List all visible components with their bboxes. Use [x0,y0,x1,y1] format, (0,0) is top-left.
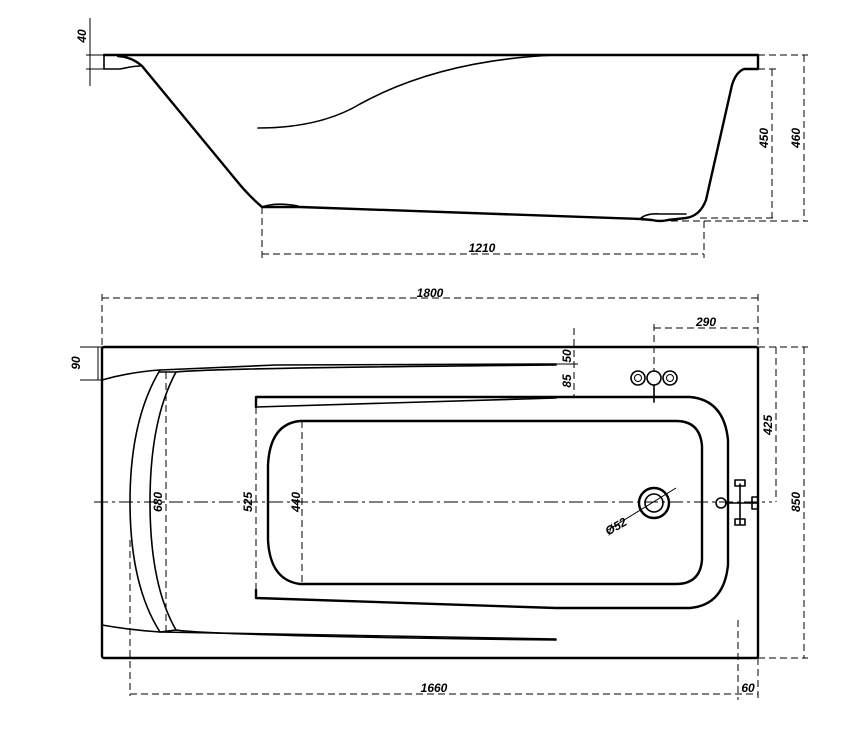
plan-left-wall-connect-bottom [159,629,557,641]
side-view-inner-contour [257,54,557,129]
dim-text-525: 525 [241,492,255,512]
end-overflow-icon [715,497,727,509]
end-overflow-cap-bottom [734,518,746,526]
dim-text-60: 60 [741,681,755,695]
dim-text-460: 460 [789,128,803,149]
plan-basin-bottom-edge [255,597,557,609]
plan-left-wall-connect-top [159,364,557,373]
end-overflow-cap-top [734,479,746,487]
dim-text-425: 425 [761,415,775,436]
side-view-bottom-curve [261,203,299,208]
dim-text-450: 450 [757,128,771,149]
dim-text-85: 85 [560,374,574,388]
valve-right-inner-icon [666,374,674,382]
drain-diameter-leader [607,487,677,531]
dim-text-1210: 1210 [469,241,496,255]
drain-outer-icon [637,486,671,520]
plan-view: Ø52 1800 290 90 50 85 [69,286,808,700]
dim-text-680: 680 [151,492,165,512]
drain-inner-icon [644,493,664,513]
dim-text-1800: 1800 [417,286,444,300]
side-view-left-rim [103,54,141,70]
side-view-outline [102,53,760,223]
dim-text-290: 290 [695,315,716,329]
dim-text-850: 850 [789,492,803,512]
plan-basin-outline [254,395,730,610]
drain: Ø52 [603,486,677,539]
plan-basin-top-edge [255,397,557,408]
end-overflow-fixture [715,479,759,526]
dim-text-40: 40 [75,29,89,44]
dim-text-50: 50 [560,349,574,363]
dim-text-440: 440 [289,492,303,513]
dim-text-90: 90 [69,356,83,370]
dim-text-drain: Ø52 [603,515,630,539]
valve-left-inner-icon [634,374,642,382]
valve-right-icon [662,370,678,386]
spout-icon [646,370,662,386]
plan-floor-outline [266,419,704,586]
side-view: 40 450 460 1210 [75,18,808,258]
valve-left-icon [630,370,646,386]
dim-text-1660: 1660 [421,681,448,695]
side-view-right-foot [639,213,687,220]
end-overflow-block [751,496,759,510]
